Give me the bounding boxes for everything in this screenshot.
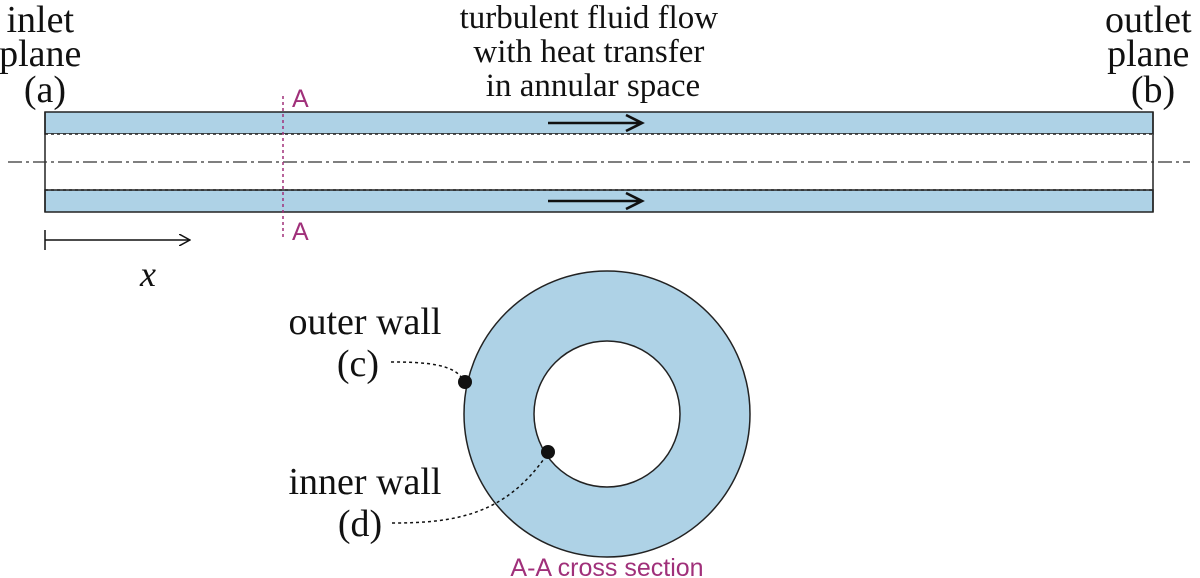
inner-wall-circle: [533, 340, 681, 488]
outer-wall-label: outer wall: [288, 301, 441, 343]
cross-section: [390, 270, 751, 558]
outer-wall-point: [458, 375, 472, 389]
inner-wall-label: inner wall: [288, 461, 441, 503]
section-marker-bottom: A: [292, 218, 309, 246]
outlet-label: outlet plane (b): [1105, 0, 1200, 111]
outer-wall-id: (c): [337, 343, 379, 385]
inner-wall-leader: [391, 455, 547, 524]
flow-description: turbulent fluid flow with heat transfer …: [460, 0, 727, 104]
section-marker-top: A: [292, 85, 309, 113]
cross-section-caption: A-A cross section: [510, 554, 703, 578]
inlet-label: inlet plane (a): [0, 0, 91, 111]
pipe-longitudinal-section: [8, 111, 1190, 213]
flow-arrow-lower: [548, 191, 645, 211]
outer-wall-leader: [390, 361, 464, 381]
flow-arrows: [548, 113, 645, 211]
flow-arrow-upper: [548, 113, 645, 133]
inner-wall-point: [541, 445, 555, 459]
x-axis-label: x: [139, 254, 156, 294]
inner-wall-id: (d): [338, 503, 382, 545]
